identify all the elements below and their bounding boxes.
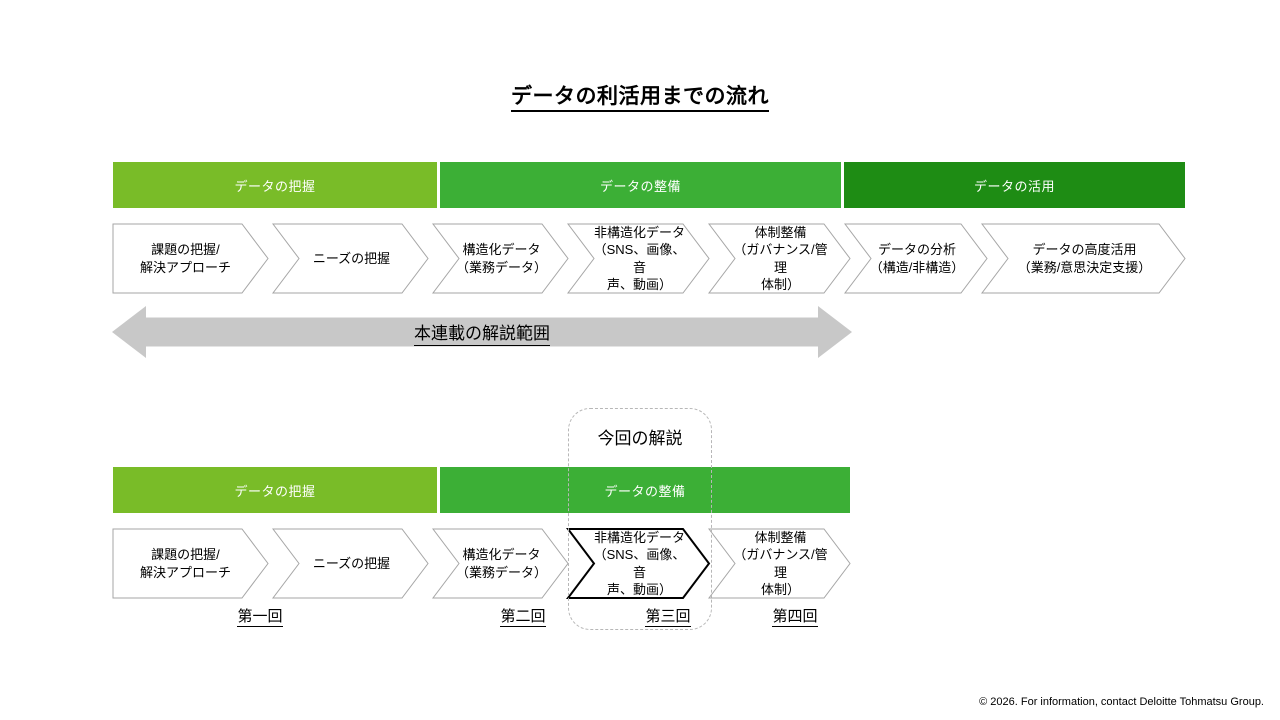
step-chevron-label: ニーズの把握	[312, 555, 391, 571]
chevron-outline-icon	[271, 528, 429, 599]
scope-double-arrow: 本連載の解説範囲	[112, 306, 852, 358]
step-chevron-label: ニーズの把握	[312, 250, 391, 266]
chevron-outline-icon	[980, 223, 1186, 294]
step-chevron-top-4[interactable]: 非構造化データ （SNS、画像、音 声、動画）	[566, 223, 710, 294]
phase-bar-label: データの把握	[234, 483, 316, 499]
chevron-outline-icon	[707, 528, 851, 599]
phase-bar-bottom-1: データの把握	[113, 467, 437, 513]
step-chevron-bottom-3[interactable]: 構造化データ （業務データ）	[431, 528, 569, 599]
step-chevron-bottom-2[interactable]: ニーズの把握	[271, 528, 429, 599]
episode-label-4: 第四回	[725, 605, 865, 627]
episode-label-text: 第三回	[645, 608, 691, 627]
step-chevron-label: 構造化データ （業務データ）	[455, 547, 547, 580]
step-chevron-label: データの分析 （構造/非構造）	[869, 242, 965, 275]
episode-label-1: 第一回	[190, 605, 330, 627]
scope-arrow-label: 本連載の解説範囲	[414, 319, 550, 346]
chevron-outline-icon	[112, 223, 269, 294]
chevron-outline-icon	[565, 528, 711, 599]
step-chevron-label: 構造化データ （業務データ）	[455, 242, 547, 275]
step-chevron-label: 課題の把握/ 解決アプローチ	[139, 547, 231, 580]
phase-bar-top-1: データの把握	[113, 162, 437, 208]
episode-label-text: 第四回	[772, 608, 818, 627]
phase-bar-bottom-2: データの整備	[440, 467, 850, 513]
phase-bar-top-2: データの整備	[440, 162, 841, 208]
step-chevron-top-6[interactable]: データの分析 （構造/非構造）	[843, 223, 988, 294]
step-chevron-top-2[interactable]: ニーズの把握	[271, 223, 429, 294]
step-chevron-label: 課題の把握/ 解決アプローチ	[139, 242, 231, 275]
step-chevron-label: 非構造化データ （SNS、画像、音 声、動画）	[593, 529, 686, 597]
page-title-text: データの利活用までの流れ	[511, 85, 769, 112]
current-topic-callout-title: 今回の解説	[597, 429, 683, 448]
step-chevron-bottom-1[interactable]: 課題の把握/ 解決アプローチ	[112, 528, 269, 599]
phase-bar-label: データの把握	[234, 178, 316, 194]
copyright-footer: © 2026. For information, contact Deloitt…	[979, 696, 1264, 708]
episode-label-text: 第一回	[237, 608, 283, 627]
double-arrow-icon	[112, 306, 852, 358]
episode-label-2: 第二回	[453, 605, 593, 627]
step-chevron-bottom-5[interactable]: 体制整備 （ガバナンス/管理 体制）	[707, 528, 851, 599]
chevron-outline-icon	[271, 223, 429, 294]
step-chevron-label: 体制整備 （ガバナンス/管理 体制）	[733, 529, 828, 597]
chevron-outline-icon	[431, 223, 569, 294]
chevron-outline-icon	[843, 223, 988, 294]
step-chevron-top-3[interactable]: 構造化データ （業務データ）	[431, 223, 569, 294]
step-chevron-bottom-4[interactable]: 非構造化データ （SNS、画像、音 声、動画）	[565, 528, 711, 599]
step-chevron-top-5[interactable]: 体制整備 （ガバナンス/管理 体制）	[707, 223, 851, 294]
step-chevron-label: データの高度活用 （業務/意思決定支援）	[1017, 242, 1152, 275]
chevron-outline-icon	[566, 223, 710, 294]
page-title: データの利活用までの流れ	[0, 80, 1280, 112]
chevron-outline-icon	[707, 223, 851, 294]
step-chevron-top-1[interactable]: 課題の把握/ 解決アプローチ	[112, 223, 269, 294]
chevron-outline-icon	[112, 528, 269, 599]
phase-bar-label: データの活用	[973, 178, 1055, 194]
step-chevron-label: 体制整備 （ガバナンス/管理 体制）	[733, 224, 828, 292]
phase-bar-label: データの整備	[604, 483, 686, 499]
step-chevron-top-7[interactable]: データの高度活用 （業務/意思決定支援）	[980, 223, 1186, 294]
phase-bar-label: データの整備	[599, 178, 681, 194]
step-chevron-label: 非構造化データ （SNS、画像、音 声、動画）	[593, 224, 686, 292]
scope-arrow-label-wrap: 本連載の解説範囲	[112, 306, 852, 358]
episode-label-3: 第三回	[598, 605, 738, 627]
chevron-outline-icon	[431, 528, 569, 599]
episode-label-text: 第二回	[500, 608, 546, 627]
phase-bar-top-3: データの活用	[844, 162, 1185, 208]
